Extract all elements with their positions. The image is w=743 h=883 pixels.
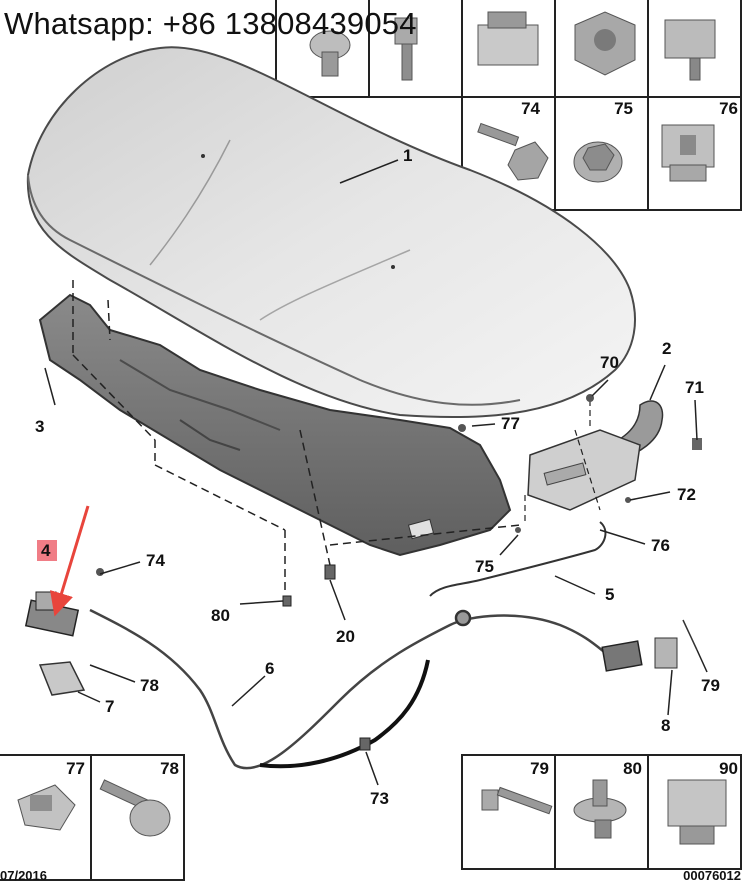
- callout-1: 1: [403, 146, 412, 165]
- grid-num-74: 74: [521, 99, 540, 118]
- grid-num-75: 75: [614, 99, 633, 118]
- watermark-text: Whatsapp: +86 13808439054: [4, 6, 417, 41]
- screw-washer-icon: [477, 122, 549, 181]
- grid-num-80: 80: [623, 759, 642, 778]
- small-fasteners: [282, 564, 371, 751]
- footer-reference: 00076012: [683, 868, 741, 883]
- callout-77: 77: [501, 414, 520, 433]
- push-clip-icon: [309, 30, 351, 77]
- grid-num-76: 76: [719, 99, 738, 118]
- self-tapping-screw-icon: [99, 779, 171, 837]
- bolt-icon: [394, 17, 418, 81]
- plastic-clip-icon: [17, 784, 76, 831]
- highlighted-callout-4: 4: [37, 540, 57, 561]
- hood-panel: [26, 46, 636, 419]
- footer-date: 07/2016: [0, 868, 47, 883]
- safety-catch-rod: [429, 521, 607, 597]
- callout-4: 4: [41, 541, 51, 560]
- highlight-arrow: [49, 505, 90, 617]
- edge-clip-icon: [667, 779, 727, 845]
- leader-lines: [44, 159, 708, 786]
- grid-num-78: 78: [160, 759, 179, 778]
- handle-guide: [38, 661, 86, 696]
- callout-76: 76: [651, 536, 670, 555]
- flange-nut-icon: [574, 11, 636, 76]
- fixing-guide-lines: [72, 280, 521, 590]
- callout-75: 75: [475, 557, 494, 576]
- hood-insulation-panel: [38, 293, 512, 557]
- grid-num-77: 77: [66, 759, 85, 778]
- callout-73: 73: [370, 789, 389, 808]
- callout-20: 20: [336, 627, 355, 646]
- callout-79: 79: [701, 676, 720, 695]
- spring-clip-icon: [664, 19, 716, 81]
- callout-3: 3: [35, 417, 44, 436]
- bracket-clip-icon: [477, 11, 539, 66]
- rivet-icon: [481, 786, 553, 815]
- grid-num-90: 90: [719, 759, 738, 778]
- callout-72: 72: [677, 485, 696, 504]
- nut-washer-icon: [573, 141, 623, 183]
- callout-80: 80: [211, 606, 230, 625]
- push-rivet-icon: [573, 779, 627, 839]
- callout-7: 7: [105, 697, 114, 716]
- grid-num-79: 79: [530, 759, 549, 778]
- callout-8: 8: [661, 716, 670, 735]
- callout-numbers: 1 2 3 5 6 7 8 20 70 71 72 73 74 75 76 77…: [35, 146, 720, 808]
- lock-bracket: [458, 394, 702, 533]
- bonnet-lock: [601, 619, 698, 672]
- callout-71: 71: [685, 378, 704, 397]
- bottom-left-grid: 77 78: [0, 754, 185, 881]
- callout-78: 78: [140, 676, 159, 695]
- top-parts-grid: [275, 0, 742, 211]
- callout-70: 70: [600, 353, 619, 372]
- top-row2-parts: [477, 122, 715, 183]
- callout-5: 5: [605, 585, 614, 604]
- bottom-right-grid: 79 80 90: [461, 754, 742, 870]
- release-cable: [89, 608, 616, 770]
- top-row-parts: [309, 11, 716, 81]
- clip-nut-icon: [661, 124, 715, 182]
- callout-2: 2: [662, 339, 671, 358]
- callout-74: 74: [146, 551, 165, 570]
- callout-6: 6: [265, 659, 274, 678]
- top-grid-numbers: 74 75 76: [521, 99, 738, 118]
